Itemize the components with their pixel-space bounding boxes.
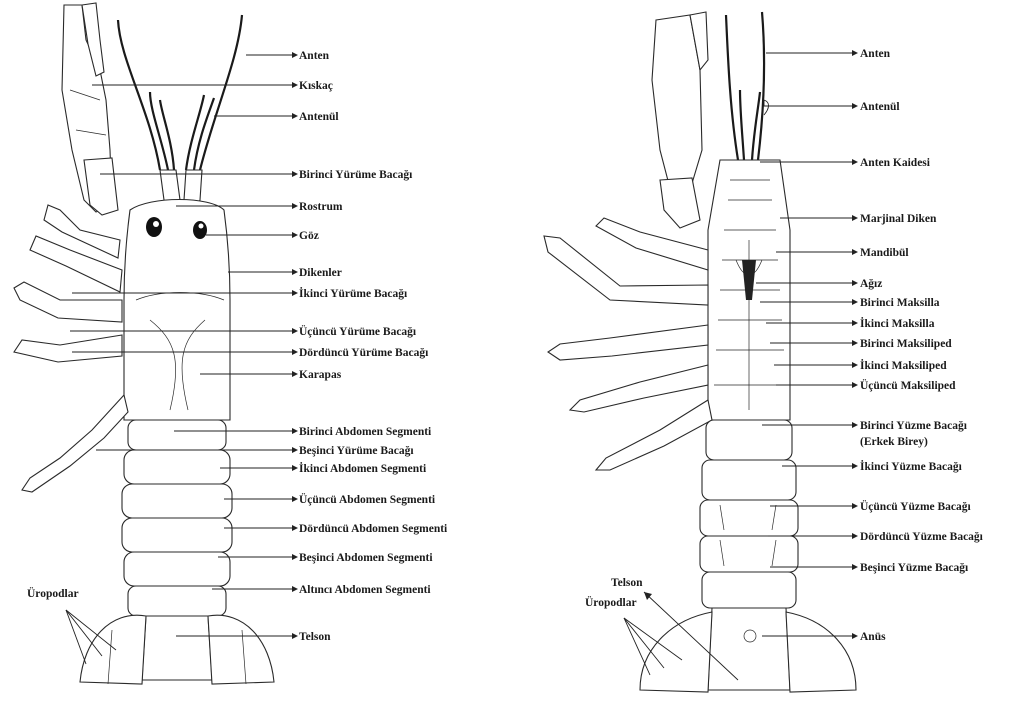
ventral-crayfish-drawing bbox=[544, 12, 856, 692]
label-ikinci-abdomen-segmenti: İkinci Abdomen Segmenti bbox=[299, 461, 427, 475]
label-anus: Anüs bbox=[860, 631, 886, 643]
label-ucuncu-yuzme-bacagi: Üçüncü Yüzme Bacağı bbox=[860, 499, 972, 513]
label-ucuncu-yurume-bacagi: Üçüncü Yürüme Bacağı bbox=[299, 324, 417, 338]
label-telson: Telson bbox=[299, 631, 331, 643]
label-birinci-yuzme-bacagi: Birinci Yüzme Bacağı bbox=[860, 420, 968, 432]
label-ucuncu-maksiliped: Üçüncü Maksiliped bbox=[860, 378, 956, 392]
label-dorduncu-yurume-bacagi: Dördüncü Yürüme Bacağı bbox=[299, 347, 429, 359]
label-ikinci-maksilla: İkinci Maksilla bbox=[860, 316, 935, 330]
label-telson-ventral: Telson bbox=[611, 577, 643, 589]
label-dorduncu-abdomen-segmenti: Dördüncü Abdomen Segmenti bbox=[299, 523, 448, 535]
label-besinci-yuzme-bacagi: Beşinci Yüzme Bacağı bbox=[860, 562, 969, 574]
label-ikinci-yuzme-bacagi: İkinci Yüzme Bacağı bbox=[860, 459, 963, 473]
label-anten: Anten bbox=[299, 50, 330, 62]
label-rostrum: Rostrum bbox=[299, 201, 343, 213]
label-altinci-abdomen-segmenti: Altıncı Abdomen Segmenti bbox=[299, 584, 431, 596]
label-birinci-abdomen-segmenti: Birinci Abdomen Segmenti bbox=[299, 426, 432, 438]
label-anten-ventral: Anten bbox=[860, 48, 891, 60]
label-uropodlar-ventral: Üropodlar bbox=[585, 595, 637, 609]
label-antenul: Antenül bbox=[299, 111, 339, 123]
label-dorduncu-yuzme-bacagi: Dördüncü Yüzme Bacağı bbox=[860, 531, 984, 543]
label-agiz: Ağız bbox=[860, 278, 882, 290]
label-kiskac: Kıskaç bbox=[299, 80, 333, 92]
label-marjinal-diken: Marjinal Diken bbox=[860, 213, 937, 225]
label-ucuncu-abdomen-segmenti: Üçüncü Abdomen Segmenti bbox=[299, 492, 436, 506]
label-antenul-ventral: Antenül bbox=[860, 101, 900, 113]
label-birinci-maksilla: Birinci Maksilla bbox=[860, 297, 940, 309]
label-besinci-yurume-bacagi: Beşinci Yürüme Bacağı bbox=[299, 445, 414, 457]
label-goz: Göz bbox=[299, 230, 319, 242]
label-erkek-birey: (Erkek Birey) bbox=[860, 436, 928, 448]
label-dikenler: Dikenler bbox=[299, 267, 342, 279]
label-uropodlar-dorsal: Üropodlar bbox=[27, 586, 79, 600]
label-besinci-abdomen-segmenti: Beşinci Abdomen Segmenti bbox=[299, 552, 433, 564]
label-ikinci-yurume-bacagi: İkinci Yürüme Bacağı bbox=[299, 286, 408, 300]
label-birinci-maksiliped: Birinci Maksiliped bbox=[860, 338, 952, 350]
label-karapas: Karapas bbox=[299, 369, 342, 381]
dorsal-crayfish-drawing bbox=[14, 3, 274, 684]
label-birinci-yurume-bacagi: Birinci Yürüme Bacağı bbox=[299, 169, 413, 181]
label-mandibul: Mandibül bbox=[860, 247, 909, 259]
label-ikinci-maksiliped: İkinci Maksiliped bbox=[860, 358, 947, 372]
label-anten-kaidesi: Anten Kaidesi bbox=[860, 157, 931, 169]
